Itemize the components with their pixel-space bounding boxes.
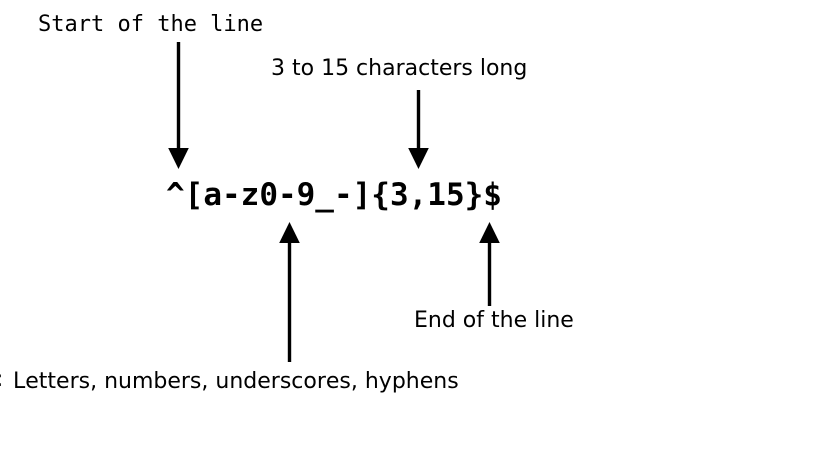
annotation-label-length-quantifier: 3 to 15 characters long [271,56,528,81]
clipped-edge-glyph: : [0,369,3,391]
arrow-up-character-class [271,220,311,364]
annotation-label-end-of-line: End of the line [414,308,574,333]
annotation-label-start-of-line: Start of the line [38,12,264,37]
regex-pattern-text: ^[a-z0-9_-]{3,15}$ [166,177,502,213]
arrow-up-end-of-line [471,220,511,308]
arrow-down-length-quantifier [400,88,440,172]
arrow-down-start-of-line [160,40,200,172]
annotation-label-character-class: Letters, numbers, underscores, hyphens [13,369,459,394]
